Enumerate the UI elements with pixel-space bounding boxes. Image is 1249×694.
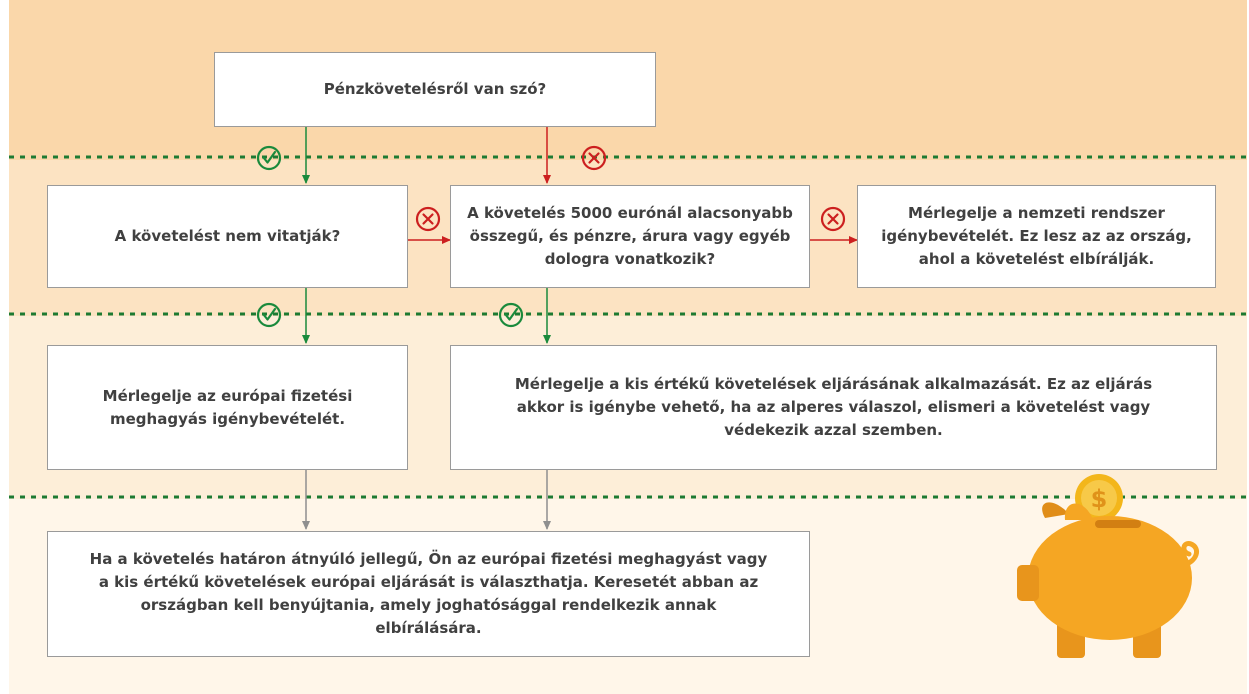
node-national-text: Mérlegelje a nemzeti rendszer igénybevét… bbox=[881, 204, 1192, 268]
cross-icon bbox=[581, 145, 607, 171]
check-icon bbox=[256, 302, 282, 328]
check-icon bbox=[256, 145, 282, 171]
node-payment-order: Mérlegelje az európai fizetési meghagyás… bbox=[47, 345, 408, 470]
piggy-bank-icon: $ bbox=[1017, 474, 1200, 658]
svg-text:$: $ bbox=[1091, 485, 1108, 513]
node-small-claim: A követelés 5000 eurónál alacsonyabb öss… bbox=[450, 185, 810, 288]
node-start-text: Pénzkövetelésről van szó? bbox=[323, 80, 547, 98]
node-start: Pénzkövetelésről van szó? bbox=[214, 52, 656, 127]
node-small-claims-procedure-text: Mérlegelje a kis értékű követelések eljá… bbox=[514, 375, 1153, 439]
node-undisputed-text: A követelést nem vitatják? bbox=[114, 227, 341, 245]
cross-icon bbox=[415, 206, 441, 232]
node-cross-border-text: Ha a követelés határon átnyúló jellegű, … bbox=[89, 550, 768, 637]
check-icon bbox=[498, 302, 524, 328]
node-small-claim-text: A követelés 5000 eurónál alacsonyabb öss… bbox=[467, 204, 793, 268]
cross-icon bbox=[820, 206, 846, 232]
node-undisputed: A követelést nem vitatják? bbox=[47, 185, 408, 288]
node-payment-order-text: Mérlegelje az európai fizetési meghagyás… bbox=[102, 386, 353, 428]
node-cross-border: Ha a követelés határon átnyúló jellegű, … bbox=[47, 531, 810, 657]
node-national: Mérlegelje a nemzeti rendszer igénybevét… bbox=[857, 185, 1216, 288]
node-small-claims-procedure: Mérlegelje a kis értékű követelések eljá… bbox=[450, 345, 1217, 470]
